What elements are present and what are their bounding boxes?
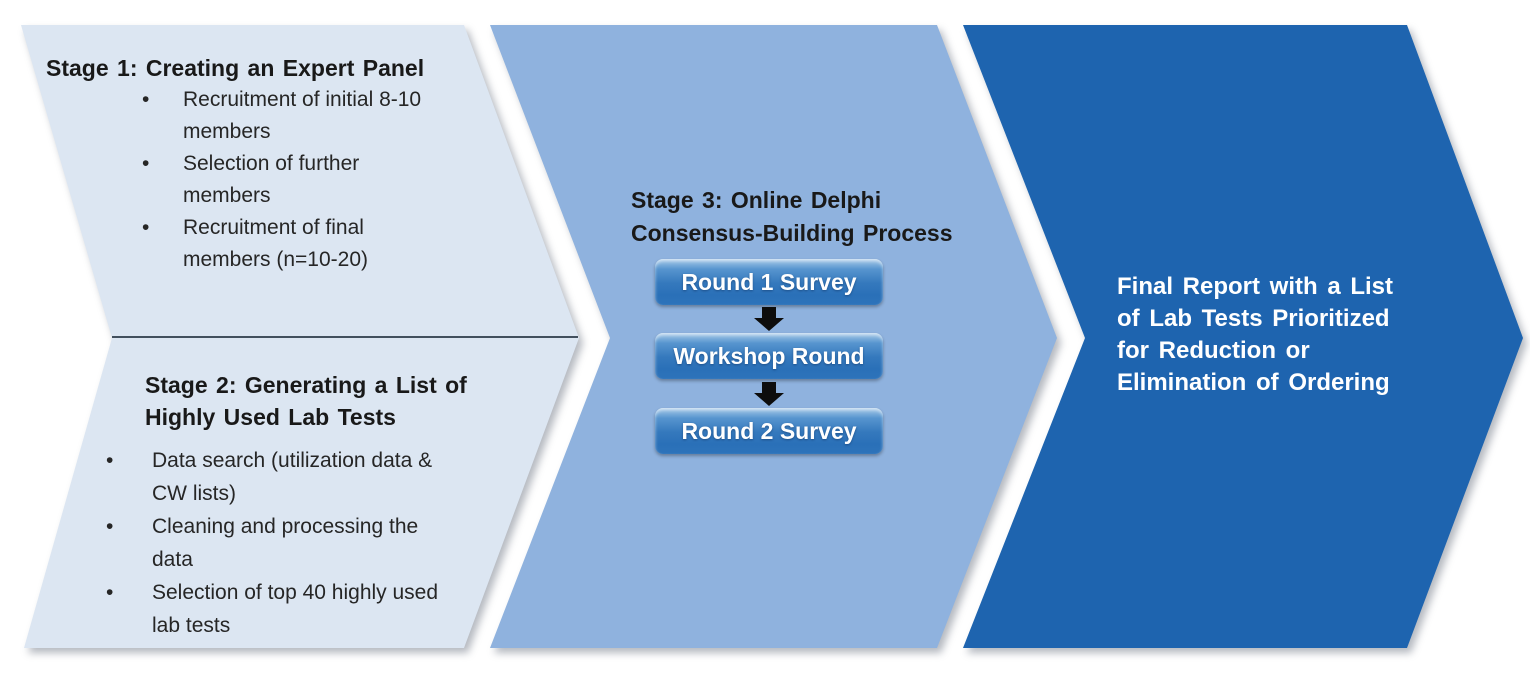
down-arrow-head <box>754 393 784 406</box>
down-arrow-head <box>754 318 784 331</box>
down-arrow-icon <box>754 307 784 332</box>
bullet-line: members <box>183 120 271 143</box>
bullet-line: CW lists) <box>152 482 236 505</box>
final-report-line: Final Report with a List <box>1117 273 1394 300</box>
bullet-line: Data search (utilization data & <box>152 449 433 472</box>
final-report-line: for Reduction or <box>1117 337 1310 364</box>
bullet-icon: • <box>106 581 114 604</box>
bullet-icon: • <box>142 152 150 175</box>
bullet-line: members (n=10-20) <box>183 248 368 271</box>
stage3-title-line: Consensus-Building Process <box>631 220 953 246</box>
bullet-icon: • <box>142 88 150 111</box>
down-arrow-stem <box>762 382 776 393</box>
stage2-bullet-list: • Data search (utilization data & CW lis… <box>106 444 438 642</box>
list-item: • Recruitment of initial 8-10 members <box>142 84 421 148</box>
round-2-survey-box: Round 2 Survey <box>655 408 883 454</box>
bullet-line: Recruitment of final <box>183 216 364 239</box>
final-report-line: of Lab Tests Prioritized <box>1117 305 1390 332</box>
stage2-title-line: Stage 2: Generating a List of <box>145 372 467 398</box>
bullet-line: Recruitment of initial 8-10 <box>183 88 422 111</box>
final-report-text: Final Report with a List of Lab Tests Pr… <box>1117 271 1393 399</box>
bullet-line: Selection of top 40 highly used <box>152 581 439 604</box>
bullet-line: Selection of further <box>183 152 360 175</box>
down-arrow-icon <box>754 382 784 407</box>
stage3-title-line: Stage 3: Online Delphi <box>631 187 882 213</box>
down-arrow-stem <box>762 307 776 318</box>
stage1-bullet-list: • Recruitment of initial 8-10 members • … <box>142 84 421 276</box>
bullet-line: Cleaning and processing the <box>152 515 419 538</box>
list-item: • Selection of further members <box>142 148 421 212</box>
list-item: • Cleaning and processing the data <box>106 510 438 576</box>
bullet-line: lab tests <box>152 614 231 637</box>
stage1-stage2-divider <box>112 336 578 338</box>
list-item: • Selection of top 40 highly used lab te… <box>106 576 438 642</box>
bullet-icon: • <box>142 216 150 239</box>
bullet-icon: • <box>106 449 114 472</box>
list-item: • Data search (utilization data & CW lis… <box>106 444 438 510</box>
round-1-survey-box: Round 1 Survey <box>655 259 883 305</box>
stage2-title-line: Highly Used Lab Tests <box>145 404 396 430</box>
list-item: • Recruitment of final members (n=10-20) <box>142 212 421 276</box>
bullet-icon: • <box>106 515 114 538</box>
stage2-title: Stage 2: Generating a List of Highly Use… <box>145 369 467 433</box>
final-report-line: Elimination of Ordering <box>1117 369 1390 396</box>
bullet-line: members <box>183 184 271 207</box>
workshop-round-box: Workshop Round <box>655 333 883 379</box>
bullet-line: data <box>152 548 193 571</box>
stage3-title: Stage 3: Online Delphi Consensus-Buildin… <box>631 184 953 250</box>
stage1-title: Stage 1: Creating an Expert Panel <box>46 55 425 81</box>
